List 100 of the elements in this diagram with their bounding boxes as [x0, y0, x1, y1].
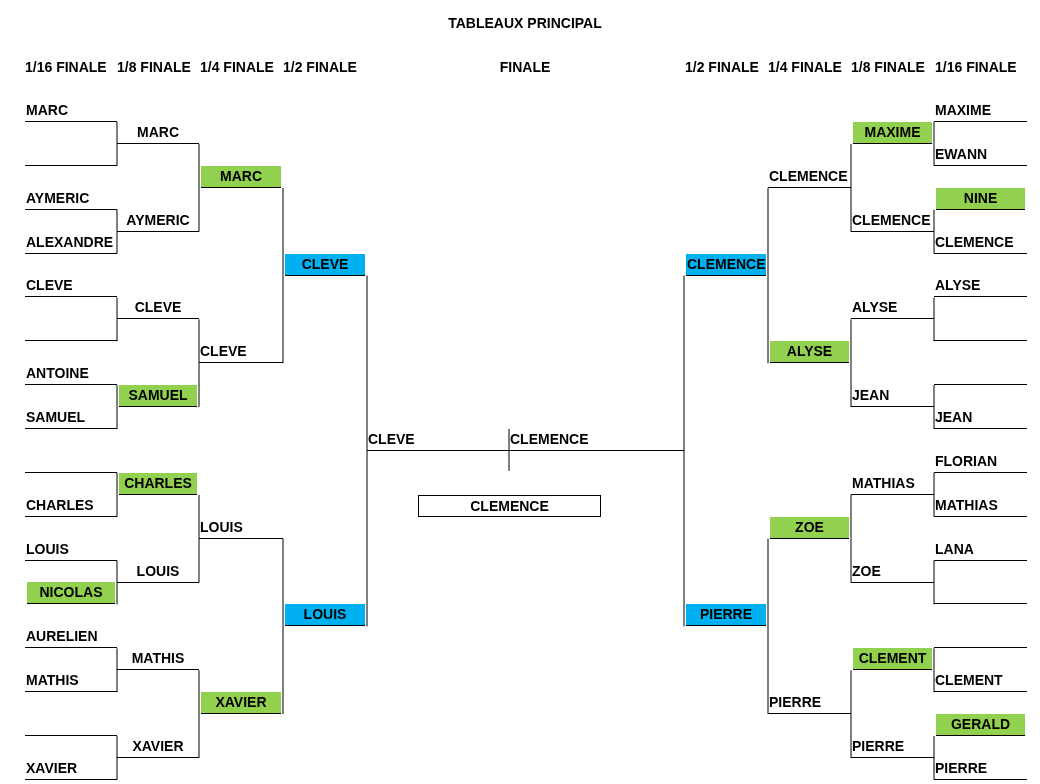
bracket-line — [933, 231, 935, 255]
bracket-line — [116, 406, 118, 430]
highlighted-name-slot: NICOLAS — [27, 582, 115, 605]
bracket-line — [933, 757, 935, 781]
bracket-line — [933, 494, 935, 518]
bracket-line — [850, 318, 852, 364]
bracket-line — [282, 538, 284, 627]
bracket-line — [116, 318, 118, 342]
bracket-line — [282, 275, 284, 364]
name-slot: CLEMENT — [934, 670, 1027, 693]
column-header: 1/2 FINALE — [283, 59, 357, 75]
bracket-line — [116, 582, 118, 605]
name-slot: CLEMENCE — [851, 209, 934, 232]
bracket-line — [116, 560, 118, 584]
bracket-line — [850, 538, 852, 584]
bracket-line — [933, 560, 935, 584]
name-slot: CLEMENCE — [768, 165, 851, 188]
name-slot: PIERRE — [934, 757, 1027, 780]
bracket-line — [282, 187, 284, 276]
name-slot: ALYSE — [851, 297, 934, 320]
highlighted-name-slot: CHARLES — [119, 472, 197, 495]
bracket-line — [933, 669, 935, 693]
bracket-line — [116, 472, 118, 496]
highlighted-name-slot: GERALD — [936, 714, 1025, 737]
bracket-line — [850, 494, 852, 540]
name-slot: FLORIAN — [934, 450, 1027, 473]
bracket-line — [933, 143, 935, 167]
bracket-line — [198, 669, 200, 715]
name-slot: ALEXANDRE — [25, 231, 117, 254]
name-slot: JEAN — [934, 407, 1027, 429]
bracket-line — [198, 318, 200, 364]
name-slot: MATHIS — [117, 648, 199, 671]
highlighted-name-slot: XAVIER — [201, 692, 281, 715]
name-slot: CLEVE — [25, 275, 117, 298]
bracket-line — [116, 296, 118, 320]
name-slot: JEAN — [851, 385, 934, 408]
column-header: 1/8 FINALE — [851, 59, 925, 75]
column-header: 1/4 FINALE — [200, 59, 274, 75]
bracket-line — [767, 187, 769, 276]
column-header: 1/2 FINALE — [685, 59, 759, 75]
bracket-line — [198, 494, 200, 540]
highlighted-name-slot: CLEVE — [285, 253, 365, 276]
bracket-line — [933, 209, 935, 233]
name-slot: MARC — [117, 121, 199, 144]
bracket-line — [933, 406, 935, 430]
name-slot: PIERRE — [768, 692, 851, 715]
name-slot: XAVIER — [25, 757, 117, 780]
name-slot: MATHIAS — [851, 472, 934, 495]
page-title: TABLEAUX PRINCIPAL — [447, 15, 603, 31]
name-slot: ANTOINE — [25, 363, 117, 386]
bracket-line — [933, 296, 935, 320]
bracket-line — [366, 450, 368, 627]
highlighted-name-slot: SAMUEL — [119, 385, 197, 408]
bracket-line — [850, 362, 852, 408]
name-slot: MARC — [25, 100, 117, 122]
name-slot: LOUIS — [117, 560, 199, 583]
name-slot: AYMERIC — [117, 209, 199, 232]
bracket-line — [683, 450, 685, 627]
highlighted-name-slot: ALYSE — [770, 341, 849, 364]
bracket-line — [116, 647, 118, 671]
bracket-line — [116, 121, 118, 145]
column-header: 1/8 FINALE — [117, 59, 191, 75]
bracket-line — [366, 275, 368, 452]
bracket-line — [116, 735, 118, 759]
bracket-line — [198, 538, 200, 584]
name-slot: AYMERIC — [25, 187, 117, 210]
name-slot: MATHIS — [25, 670, 117, 693]
name-slot: CLEVE — [117, 297, 199, 320]
name-slot: CHARLES — [25, 494, 117, 517]
name-slot: CLEVE — [199, 341, 283, 364]
bracket-line — [116, 757, 118, 781]
highlighted-name-slot: NINE — [936, 187, 1025, 210]
column-header: 1/16 FINALE — [25, 59, 107, 75]
bracket-line — [116, 494, 118, 518]
highlighted-name-slot: LOUIS — [285, 604, 365, 627]
bracket-line — [198, 362, 200, 408]
column-header: 1/16 FINALE — [935, 59, 1017, 75]
name-slot: CLEMENCE — [934, 231, 1027, 254]
bracket-line — [116, 384, 118, 408]
bracket-line — [850, 713, 852, 759]
bracket-line — [850, 669, 852, 715]
name-slot: CLEMENCE — [418, 495, 601, 517]
bracket-line — [933, 472, 935, 496]
name-slot: XAVIER — [117, 735, 199, 758]
name-slot: MATHIAS — [934, 494, 1027, 517]
name-slot: ALYSE — [934, 275, 1027, 298]
name-slot: MAXIME — [934, 100, 1027, 122]
name-slot: CLEMENCE — [509, 428, 684, 451]
bracket-line — [767, 275, 769, 364]
column-header: 1/4 FINALE — [768, 59, 842, 75]
name-slot: LOUIS — [25, 538, 117, 561]
bracket-line — [198, 187, 200, 233]
bracket-line — [933, 318, 935, 342]
name-slot: LANA — [934, 538, 1027, 561]
highlighted-name-slot: MAXIME — [853, 121, 932, 144]
bracket-line — [116, 143, 118, 167]
bracket-line — [850, 143, 852, 189]
bracket-line — [508, 428, 510, 472]
column-header: FINALE — [498, 59, 552, 75]
bracket-line — [933, 384, 935, 408]
